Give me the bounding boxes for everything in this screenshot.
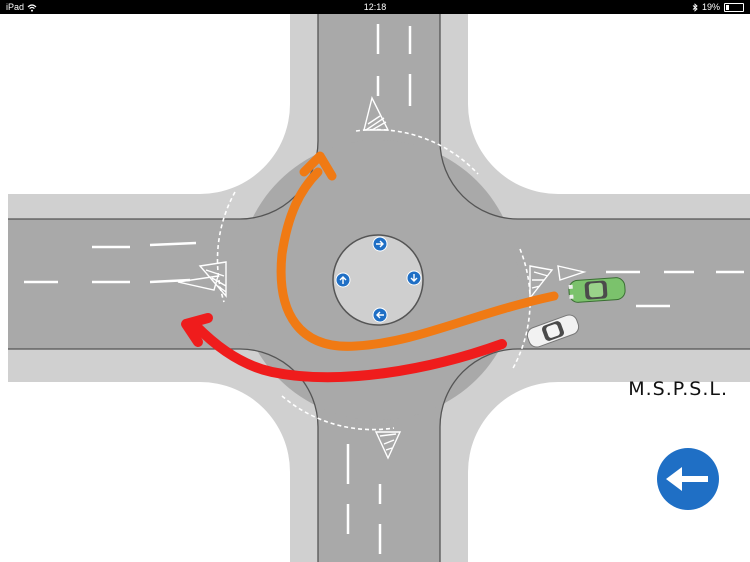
white-car — [526, 314, 580, 348]
brand-label: M.S.P.S.L. — [628, 378, 728, 400]
battery-icon — [724, 2, 744, 12]
arrow-up-icon — [335, 272, 351, 288]
red-arrowhead — [181, 313, 213, 347]
status-bar: iPad 12:18 19% — [0, 0, 750, 14]
vehicle-paths — [181, 151, 559, 383]
bluetooth-icon — [692, 2, 698, 12]
clock: 12:18 — [363, 2, 387, 12]
orange-path-right-turn — [276, 167, 559, 351]
splitter-hatching — [177, 95, 587, 460]
keep-left-sign[interactable] — [652, 443, 724, 515]
arrow-left-icon — [666, 467, 708, 491]
red-path-straight-across — [191, 321, 507, 383]
device-label: iPad — [6, 2, 25, 12]
arrow-down-icon — [406, 270, 422, 286]
orange-arrowhead — [299, 151, 337, 181]
status-device-group: iPad — [6, 0, 37, 14]
status-right-group: 19% — [692, 0, 744, 14]
central-island — [332, 234, 424, 326]
roundabout-diagram — [0, 14, 750, 562]
arrow-left-icon — [372, 307, 388, 323]
arrow-right-icon — [372, 236, 388, 252]
green-car — [568, 277, 626, 303]
battery-level — [726, 4, 729, 10]
battery-percent: 19% — [701, 2, 720, 12]
wifi-icon — [27, 4, 36, 12]
kerb-edges — [8, 14, 750, 562]
